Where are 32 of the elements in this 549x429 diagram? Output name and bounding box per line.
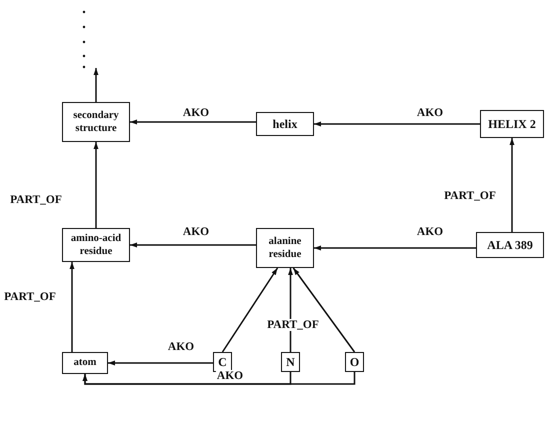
edge-label: PART_OF (9, 194, 63, 206)
edge-label: PART_OF (443, 190, 497, 202)
arrow (130, 242, 256, 248)
arrow (314, 122, 480, 126)
concept-box: O (345, 352, 364, 372)
concept-box: C (213, 352, 232, 372)
concept-box: HELIX 2 (480, 110, 544, 138)
edge-label: AKO (416, 107, 444, 119)
concept-box: amino-acid residue (62, 228, 130, 262)
edge-label: AKO (166, 341, 196, 353)
edge-label: AKO (182, 107, 210, 119)
edge-label: PART_OF (3, 291, 57, 303)
concept-box: alanine residue (256, 228, 314, 268)
arrow (314, 246, 476, 250)
edge-label: AKO (216, 370, 244, 382)
arrow (70, 262, 74, 352)
arrow (222, 268, 278, 352)
arrow (82, 372, 356, 385)
arrow (108, 360, 213, 366)
concept-box: ALA 389 (476, 232, 544, 258)
edge-label: PART_OF (266, 319, 320, 331)
arrow (510, 138, 514, 232)
concept-box: N (281, 352, 300, 372)
concept-box: helix (256, 112, 314, 136)
concept-box: secondary structure (62, 102, 130, 142)
arrow (94, 142, 98, 228)
arrow (292, 268, 356, 352)
arrow (94, 68, 98, 102)
arrow (130, 120, 256, 124)
edge-label: AKO (416, 226, 444, 238)
concept-box: atom (62, 352, 108, 374)
edge-label: AKO (182, 226, 210, 238)
